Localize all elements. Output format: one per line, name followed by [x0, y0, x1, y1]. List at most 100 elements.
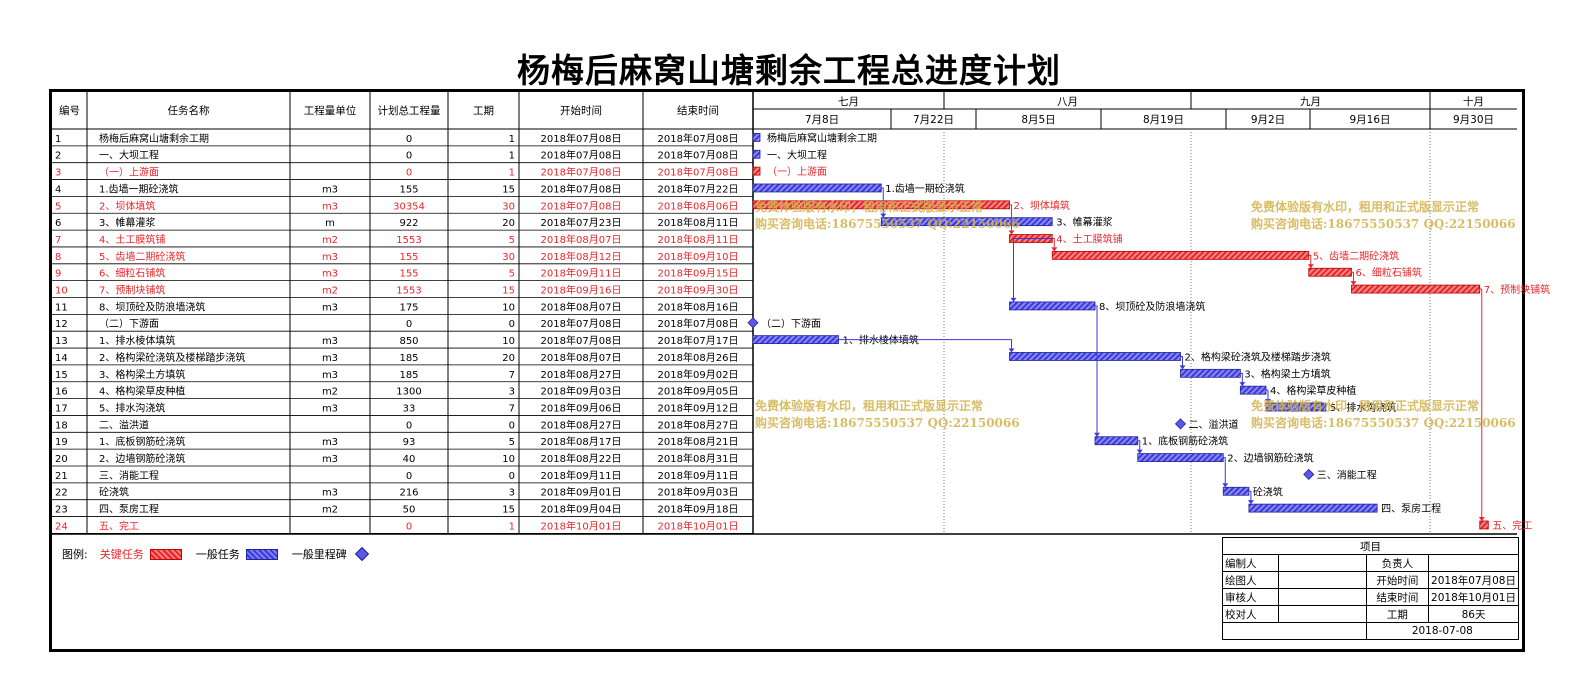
- column-header-dur: 工期: [473, 105, 494, 117]
- task-duration: 5: [509, 437, 515, 448]
- week-label: 8月19日: [1143, 114, 1184, 126]
- bar-label: 4、格构梁草皮种植: [1270, 384, 1356, 397]
- watermark-line2: 购买咨询电话:18675550537 QQ:22150066: [755, 216, 1020, 231]
- task-duration: 30: [502, 201, 515, 212]
- task-start: 2018年09月04日: [541, 503, 622, 516]
- task-name: 7、预制块铺筑: [99, 284, 165, 297]
- column-header-qty: 计划总工程量: [378, 104, 441, 117]
- task-bar: [1239, 385, 1267, 395]
- task-duration: 7: [509, 403, 515, 414]
- task-no: 22: [55, 488, 68, 499]
- legend-normal-swatch: [245, 548, 278, 560]
- task-start: 2018年09月16日: [541, 284, 622, 297]
- task-start: 2018年08月07日: [541, 300, 622, 313]
- legend-critical-label: 关键任务: [99, 548, 144, 561]
- month-label: 八月: [1057, 96, 1078, 108]
- task-name: 三、消能工程: [99, 469, 159, 482]
- task-name: 2、格构梁砼浇筑及楼梯踏步浇筑: [99, 351, 245, 364]
- task-start: 2018年08月27日: [541, 418, 622, 431]
- task-start: 2018年09月11日: [541, 267, 622, 280]
- task-start: 2018年07月08日: [541, 149, 622, 162]
- task-end: 2018年08月11日: [658, 216, 739, 229]
- task-duration: 3: [509, 387, 515, 398]
- month-label: 十月: [1463, 95, 1484, 108]
- task-unit: m3: [322, 353, 338, 364]
- task-end: 2018年07月22日: [658, 182, 739, 195]
- task-start: 2018年08月07日: [541, 351, 622, 364]
- task-end: 2018年08月21日: [658, 435, 739, 448]
- task-end: 2018年09月10日: [658, 250, 739, 263]
- legend: 图例: 关键任务 一般任务 一般里程碑: [62, 546, 369, 562]
- task-start: 2018年07月08日: [541, 199, 622, 212]
- task-quantity: 0: [406, 151, 412, 162]
- task-end: 2018年09月30日: [658, 284, 739, 297]
- task-unit: m3: [322, 488, 338, 499]
- task-start: 2018年08月17日: [541, 435, 622, 448]
- task-end: 2018年08月11日: [658, 233, 739, 246]
- dependency-arrow: [1136, 449, 1143, 454]
- task-unit: m3: [322, 454, 338, 465]
- task-no: 14: [55, 353, 68, 364]
- bar-label: 4、土工膜筑铺: [1056, 233, 1122, 246]
- task-name: 1.齿墙一期砼浇筑: [99, 182, 179, 195]
- summary-bar: [752, 149, 761, 159]
- task-quantity: 0: [406, 134, 412, 145]
- bar-label: 一、大坝工程: [767, 148, 827, 161]
- bar-label: 2、边墙钢筋砼浇筑: [1227, 452, 1313, 465]
- task-end: 2018年09月15日: [658, 267, 739, 280]
- task-start: 2018年09月01日: [541, 486, 622, 499]
- watermark-line1: 免费体验版有水印，租用和正式版显示正常: [1251, 398, 1479, 413]
- task-quantity: 185: [399, 353, 418, 364]
- dependency-arrow: [1307, 264, 1314, 269]
- dependency-line: [1180, 355, 1183, 370]
- watermark-line2: 购买咨询电话:18675550537 QQ:22150066: [755, 415, 1020, 430]
- bar-label: 四、泵房工程: [1381, 502, 1441, 515]
- dependency-line: [1308, 254, 1312, 269]
- summary-bar: [752, 133, 761, 142]
- task-quantity: 0: [406, 521, 412, 532]
- task-quantity: 0: [406, 420, 412, 431]
- task-no: 5: [55, 201, 61, 212]
- column-header-start: 开始时间: [560, 104, 602, 117]
- dependency-line: [1013, 238, 1053, 302]
- task-bar: [1051, 250, 1310, 260]
- task-quantity: 850: [399, 336, 418, 347]
- watermark-line1: 免费体验版有水印，租用和正式版显示正常: [1251, 199, 1479, 214]
- task-duration: 0: [509, 319, 515, 330]
- task-start: 2018年07月08日: [541, 182, 622, 195]
- info-reviewer-value: [1278, 588, 1367, 606]
- task-quantity: 155: [399, 184, 418, 195]
- dependency-arrow: [1008, 348, 1015, 353]
- bar-label: 杨梅后麻窝山塘剩余工期: [767, 131, 877, 144]
- task-duration: 30: [502, 252, 515, 263]
- task-unit: m2: [322, 286, 338, 297]
- month-label: 九月: [1300, 96, 1321, 108]
- task-start: 2018年09月03日: [541, 385, 622, 398]
- task-end: 2018年09月18日: [658, 503, 739, 516]
- dependency-arrow: [1179, 365, 1186, 370]
- info-duration-value: 86天: [1428, 605, 1519, 623]
- info-start-value: 2018年07月08日: [1428, 571, 1519, 589]
- info-checker-label: 校对人: [1221, 605, 1280, 623]
- task-start: 2018年10月01日: [541, 519, 622, 532]
- watermark-line2: 购买咨询电话:18675550537 QQ:22150066: [1251, 415, 1516, 430]
- info-owner-value: [1428, 554, 1519, 572]
- info-table: 项目 编制人 负责人 绘图人 开始时间 2018年07月08日 审核人 结束时间…: [1221, 537, 1520, 640]
- task-end: 2018年09月11日: [658, 469, 739, 482]
- task-no: 4: [55, 184, 61, 195]
- task-name: 一、大坝工程: [99, 149, 159, 162]
- column-header-no: 编号: [59, 104, 80, 117]
- task-no: 12: [55, 319, 68, 330]
- dependency-arrow: [1239, 382, 1246, 387]
- dependency-arrow: [1265, 399, 1271, 404]
- bar-label: 砼浇筑: [1253, 485, 1283, 498]
- task-name: 1、底板钢筋砼浇筑: [99, 435, 185, 448]
- task-quantity: 1553: [396, 235, 421, 246]
- task-name: 3、帷幕灌浆: [99, 216, 155, 229]
- dependency-line: [1052, 238, 1055, 252]
- week-label: 9月30日: [1453, 114, 1494, 126]
- task-name: 8、坝顶砼及防浪墙浇筑: [99, 300, 205, 313]
- week-label: 9月16日: [1349, 114, 1390, 126]
- task-start: 2018年09月11日: [541, 469, 622, 482]
- dependency-arrow: [1051, 247, 1058, 252]
